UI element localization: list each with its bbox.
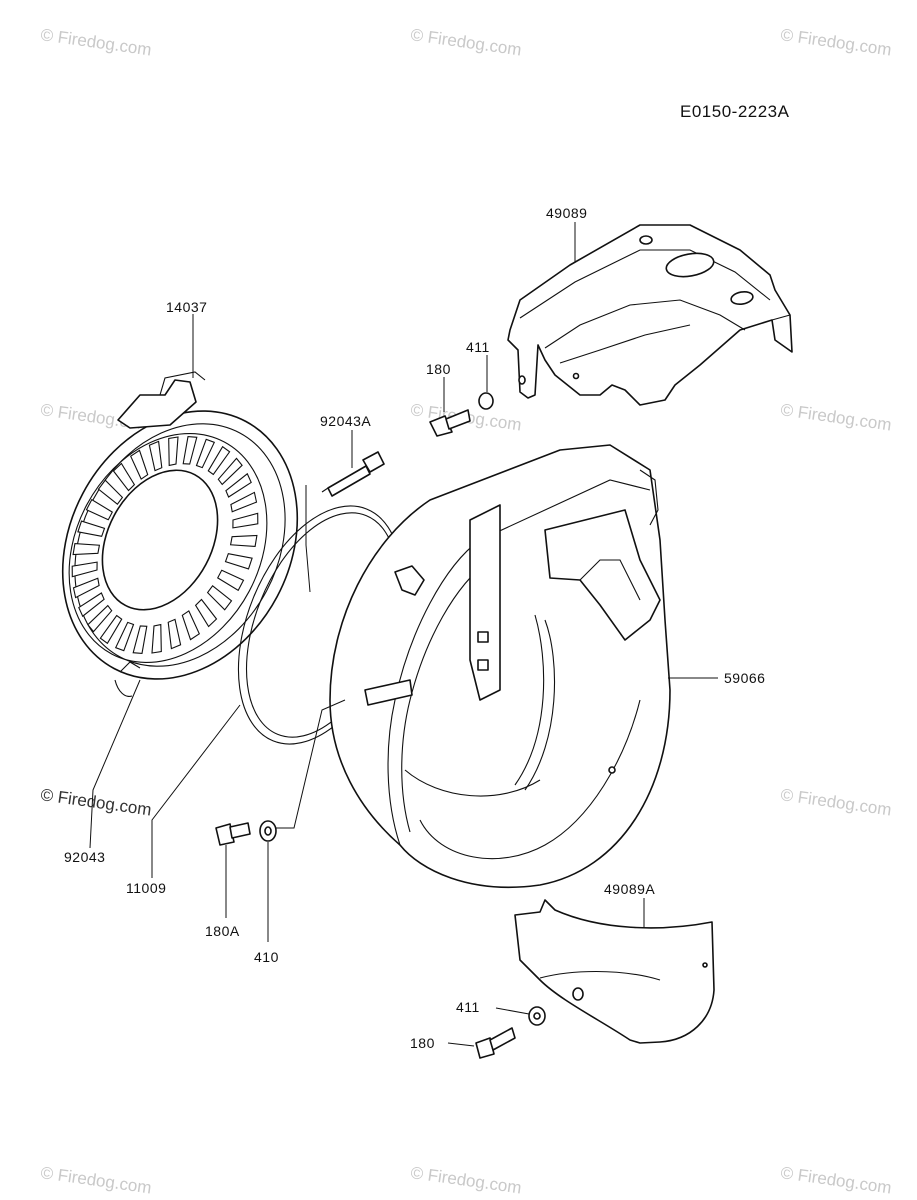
label-411-top: 411: [466, 339, 490, 355]
vent-slot: [148, 440, 163, 472]
label-180A: 180A: [205, 923, 240, 939]
watermark: © Firedog.com: [409, 25, 522, 59]
cover-49089: [507, 224, 793, 406]
vent-slot: [206, 585, 233, 611]
watermark: © Firedog.com: [779, 785, 892, 819]
bolt-180-top: [429, 409, 471, 437]
vent-slot: [99, 614, 123, 645]
watermark: © Firedog.com: [39, 1163, 152, 1197]
watermark: © Firedog.com: [409, 1163, 522, 1197]
vent-slot: [87, 604, 113, 633]
label-11009: 11009: [126, 880, 166, 896]
cover-49089A: [514, 899, 715, 1044]
starter-vent-slots: [71, 436, 259, 654]
label-410: 410: [254, 949, 279, 965]
fan-housing-59066: [329, 444, 671, 889]
vent-slot: [168, 436, 179, 467]
vent-slot: [132, 625, 148, 654]
label-92043: 92043: [64, 849, 105, 865]
label-180-top: 180: [426, 361, 451, 377]
watermark: © Firedog.com: [779, 1163, 892, 1197]
washer-411-top: [478, 392, 494, 410]
vent-slot: [194, 598, 218, 628]
vent-slot: [181, 610, 200, 641]
vent-slot: [72, 543, 101, 556]
watermark: © Firedog.com: [779, 400, 892, 434]
vent-slot: [230, 491, 258, 513]
vent-slot: [78, 592, 105, 618]
vent-slot: [217, 457, 243, 486]
vent-slot: [195, 438, 216, 469]
bolt-92043A: [321, 451, 385, 497]
vent-slot: [77, 520, 106, 537]
part-labels: 49089 14037 411 180 92043A 59066 92043 1…: [64, 205, 765, 1051]
vent-slot: [224, 553, 253, 570]
diagram-code: E0150-2223A: [680, 102, 790, 121]
vent-slot: [182, 436, 198, 465]
vent-slot: [130, 449, 149, 480]
vent-slot: [225, 472, 252, 498]
vent-slot: [229, 534, 258, 547]
watermark: © Firedog.com: [39, 785, 152, 819]
vent-slot: [216, 569, 245, 592]
label-14037: 14037: [166, 299, 207, 315]
vent-slot: [85, 498, 114, 521]
vent-slot: [72, 577, 100, 599]
label-59066: 59066: [724, 670, 765, 686]
washer-411-bottom: [528, 1006, 546, 1026]
label-180-bottom: 180: [410, 1035, 435, 1051]
leader-lines: [89, 222, 718, 1047]
vent-slot: [151, 623, 162, 654]
vent-slot: [167, 618, 182, 650]
bolt-180A: [215, 822, 251, 846]
watermark: © Firedog.com: [39, 25, 152, 59]
vent-slot: [112, 462, 136, 492]
recoil-starter-14037: [61, 371, 299, 697]
bolt-180-bottom: [475, 1027, 516, 1059]
vent-slot: [97, 479, 124, 505]
label-411-bottom: 411: [456, 999, 480, 1015]
label-92043A: 92043A: [320, 413, 371, 429]
vent-slot: [71, 561, 98, 578]
label-49089: 49089: [546, 205, 587, 221]
washer-410: [259, 820, 277, 842]
label-49089A: 49089A: [604, 881, 655, 897]
vent-slot: [114, 621, 135, 652]
watermark: © Firedog.com: [779, 25, 892, 59]
vent-slot: [232, 512, 259, 529]
vent-slot: [207, 445, 231, 476]
